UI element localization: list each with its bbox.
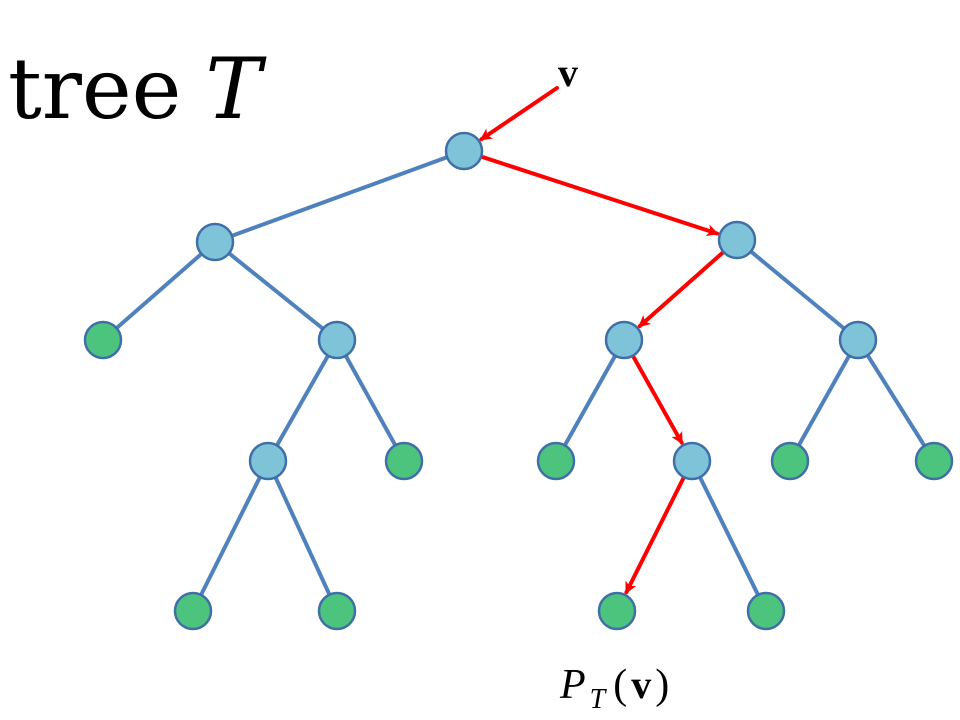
internal-node-l [195,222,235,262]
tree-edge-rl-rll [554,338,626,463]
internal-node-rr [838,320,878,360]
tree-edge-rr-rrr [856,338,936,463]
tree-edge-l-lr [213,240,339,342]
tree-edge-l-ll [101,240,217,342]
internal-node-root [444,131,484,171]
path-arrow-rlr-rlrl [624,475,686,595]
output-label-close-paren: ) [655,662,669,708]
leaf-node-rlrr [746,591,786,631]
internal-node-r [717,220,757,260]
output-label-subscript: T [590,684,608,715]
path-arrow-root-r [479,154,720,237]
path-arrows [479,86,726,595]
tree-edge-rr-rrl [788,338,860,463]
tree-edge-lr-lrl [266,338,339,463]
tree-edge-lr-lrr [335,338,406,463]
path-arrow-r-rl [637,249,726,329]
leaf-node-rlrl [597,591,637,631]
title: tree T [8,40,267,138]
path-arrow-rl-rlr [630,353,684,445]
leaf-node-lrll [173,591,213,631]
tree-edge-rlr-rlrr [690,459,768,613]
output-label: P T ( v ) [559,662,669,715]
title-word: tree [8,40,181,138]
output-label-open-paren: ( [613,662,627,708]
internal-node-lrl [248,441,288,481]
internal-node-lr [317,320,357,360]
leaf-node-ll [83,320,123,360]
input-vector-label: v [558,50,578,95]
tree-edge-lrl-lrlr [266,459,339,613]
leaf-node-rrl [770,441,810,481]
input-arrow [479,86,559,142]
tree-edge-root-l [213,149,466,244]
internal-node-rlr [672,441,712,481]
tree-edge-r-rr [735,238,860,342]
internal-node-rl [604,320,644,360]
leaf-node-lrr [384,441,424,481]
title-variable: T [205,40,267,138]
leaf-node-rrr [914,441,954,481]
tree-edge-lrl-lrll [191,459,270,613]
output-label-main: P [559,662,586,708]
tree-edges [101,149,936,613]
output-label-argument: v [631,662,651,707]
leaf-node-rll [536,441,576,481]
leaf-node-lrlr [317,591,357,631]
tree-nodes [83,131,954,631]
